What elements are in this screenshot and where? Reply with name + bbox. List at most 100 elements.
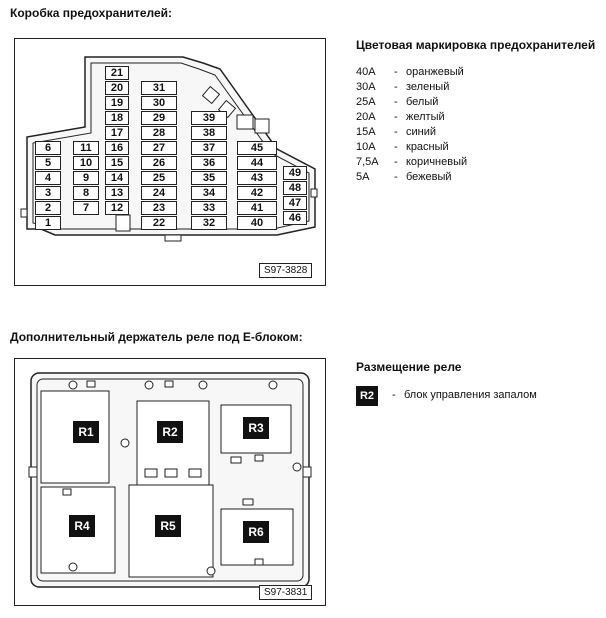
fuse-amp: 25A bbox=[356, 96, 376, 108]
fuse-28: 28 bbox=[141, 126, 177, 140]
fuse-44: 44 bbox=[237, 156, 277, 170]
fuse-10: 10 bbox=[73, 156, 99, 170]
relay-r5: R5 bbox=[155, 515, 181, 537]
fuse-32: 32 bbox=[191, 216, 227, 230]
color-legend-item: 30A -зеленый bbox=[356, 81, 596, 95]
fuse-15: 15 bbox=[105, 156, 129, 170]
fuse-13: 13 bbox=[105, 186, 129, 200]
fuse-color: белый bbox=[406, 96, 439, 108]
color-legend-title: Цветовая маркировка предохранителей bbox=[356, 38, 596, 52]
fuse-45: 45 bbox=[237, 141, 277, 155]
fuse-17: 17 bbox=[105, 126, 129, 140]
fuse-42: 42 bbox=[237, 186, 277, 200]
fuse-25: 25 bbox=[141, 171, 177, 185]
fuse-33: 33 bbox=[191, 201, 227, 215]
color-legend-item: 7,5A -коричневый bbox=[356, 156, 596, 170]
color-legend-item: 40A -оранжевый bbox=[356, 66, 596, 80]
fuse-2: 2 bbox=[35, 201, 61, 215]
legend-dash: - bbox=[394, 171, 398, 183]
fuse-3: 3 bbox=[35, 186, 61, 200]
fuse-30: 30 bbox=[141, 96, 177, 110]
fuse-6: 6 bbox=[35, 141, 61, 155]
fuse-19: 19 bbox=[105, 96, 129, 110]
fuse-color: коричневый bbox=[406, 156, 468, 168]
fuse-amp: 40A bbox=[356, 66, 376, 78]
relay-legend-text: блок управления запалом bbox=[404, 389, 537, 401]
fuse-36: 36 bbox=[191, 156, 227, 170]
fuse-amp: 7,5A bbox=[356, 156, 379, 168]
relay-r1: R1 bbox=[73, 421, 99, 443]
fuse-21: 21 bbox=[105, 66, 129, 80]
legend-dash: - bbox=[394, 96, 398, 108]
fuse-24: 24 bbox=[141, 186, 177, 200]
fuse-color: красный bbox=[406, 141, 449, 153]
fuse-amp: 30A bbox=[356, 81, 376, 93]
fuse-23: 23 bbox=[141, 201, 177, 215]
relay-r2: R2 bbox=[157, 421, 183, 443]
fuse-38: 38 bbox=[191, 126, 227, 140]
fuse-9: 9 bbox=[73, 171, 99, 185]
fuse-37: 37 bbox=[191, 141, 227, 155]
fuse-31: 31 bbox=[141, 81, 177, 95]
fuse-color: зеленый bbox=[406, 81, 450, 93]
fuse-amp: 20A bbox=[356, 111, 376, 123]
fuse-color: синий bbox=[406, 126, 437, 138]
fusebox-code: S97-3828 bbox=[259, 263, 313, 278]
fusebox-title: Коробка предохранителей: bbox=[10, 6, 173, 20]
fuse-43: 43 bbox=[237, 171, 277, 185]
fuse-12: 12 bbox=[105, 201, 129, 215]
fuse-48: 48 bbox=[283, 181, 307, 195]
color-legend-item: 15A -синий bbox=[356, 126, 596, 140]
fuse-7: 7 bbox=[73, 201, 99, 215]
fuse-40: 40 bbox=[237, 216, 277, 230]
legend-dash: - bbox=[394, 66, 398, 78]
fuse-35: 35 bbox=[191, 171, 227, 185]
fuse-46: 46 bbox=[283, 211, 307, 225]
color-legend-item: 10A -красный bbox=[356, 141, 596, 155]
legend-dash: - bbox=[394, 126, 398, 138]
color-legend-item: 25A -белый bbox=[356, 96, 596, 110]
fuse-11: 11 bbox=[73, 141, 99, 155]
fuse-20: 20 bbox=[105, 81, 129, 95]
relay-r4: R4 bbox=[69, 515, 95, 537]
color-legend-item: 5A -бежевый bbox=[356, 171, 596, 185]
relay-legend-dash: - bbox=[392, 389, 396, 401]
fuse-16: 16 bbox=[105, 141, 129, 155]
fuse-22: 22 bbox=[141, 216, 177, 230]
fuse-47: 47 bbox=[283, 196, 307, 210]
legend-dash: - bbox=[394, 81, 398, 93]
relay-r3: R3 bbox=[243, 417, 269, 439]
fuse-18: 18 bbox=[105, 111, 129, 125]
fuse-29: 29 bbox=[141, 111, 177, 125]
legend-dash: - bbox=[394, 156, 398, 168]
relay-holder-code: S97-3831 bbox=[259, 585, 313, 600]
fuse-34: 34 bbox=[191, 186, 227, 200]
fuse-26: 26 bbox=[141, 156, 177, 170]
fuse-amp: 15A bbox=[356, 126, 376, 138]
color-legend-item: 20A -желтый bbox=[356, 111, 596, 125]
relay-holder-frame: R1 R2 R3 R4 R5 R6 S97-3831 bbox=[14, 358, 326, 606]
relay-holder-title: Дополнительный держатель реле под E-блок… bbox=[10, 330, 303, 344]
fuse-amp: 5A bbox=[356, 171, 370, 183]
relay-legend-title: Размещение реле bbox=[356, 360, 462, 374]
fuse-8: 8 bbox=[73, 186, 99, 200]
fuse-49: 49 bbox=[283, 166, 307, 180]
fuse-4: 4 bbox=[35, 171, 61, 185]
fuse-1: 1 bbox=[35, 216, 61, 230]
legend-dash: - bbox=[394, 141, 398, 153]
relay-r6: R6 bbox=[243, 521, 269, 543]
fuse-27: 27 bbox=[141, 141, 177, 155]
fuse-amp: 10A bbox=[356, 141, 376, 153]
fuse-14: 14 bbox=[105, 171, 129, 185]
fuse-color: бежевый bbox=[406, 171, 452, 183]
fuse-39: 39 bbox=[191, 111, 227, 125]
fuse-5: 5 bbox=[35, 156, 61, 170]
fuse-color: желтый bbox=[406, 111, 445, 123]
relay-legend-badge: R2 bbox=[356, 386, 378, 406]
fuse-color: оранжевый bbox=[406, 66, 464, 78]
fuse-41: 41 bbox=[237, 201, 277, 215]
legend-dash: - bbox=[394, 111, 398, 123]
